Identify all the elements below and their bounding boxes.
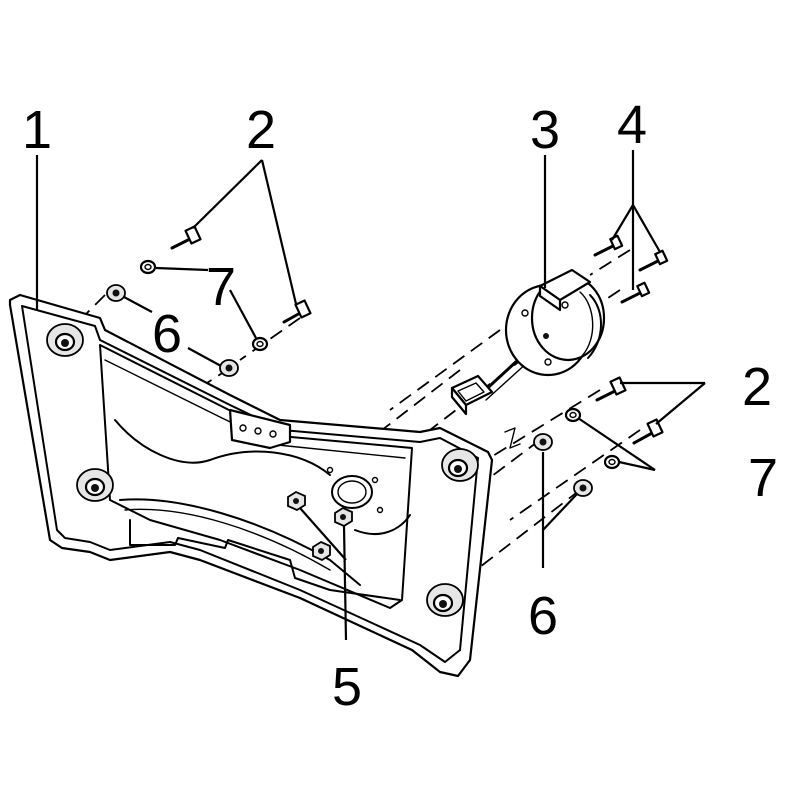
motor-assembly [450, 268, 606, 416]
corner-boss [76, 468, 114, 502]
corner-boss [426, 583, 464, 617]
screw [620, 281, 651, 304]
bolt [170, 225, 202, 250]
callout-4: 4 [617, 95, 647, 155]
callout-3: 3 [530, 100, 560, 160]
callout-7-left: 7 [206, 257, 236, 317]
callout-7-right: 7 [748, 448, 778, 508]
callout-labels: 1 2 3 4 2 7 7 6 6 5 [22, 95, 778, 717]
screw [638, 249, 669, 272]
mounting-plate [8, 293, 494, 678]
callout-2-top: 2 [246, 100, 276, 160]
bolt [595, 376, 627, 402]
corner-boss [441, 448, 479, 482]
callout-6-bottom: 6 [528, 586, 558, 646]
corner-boss [46, 323, 84, 357]
washer [139, 259, 157, 275]
screw [593, 234, 624, 257]
nut-group-5 [287, 490, 353, 562]
bolt [282, 299, 312, 324]
flange-nut [106, 284, 126, 302]
washer [564, 407, 582, 423]
callout-5: 5 [332, 657, 362, 717]
hex-nut [334, 506, 353, 528]
callout-6-left: 6 [152, 304, 182, 364]
bracket-detail [504, 427, 521, 449]
washer [603, 454, 621, 470]
bolt [632, 418, 664, 445]
callout-2-right: 2 [742, 357, 772, 417]
leader-lines [35, 150, 706, 641]
flange-nut [533, 433, 553, 451]
flange-nut [573, 479, 593, 497]
washer [251, 336, 269, 352]
callout-1: 1 [22, 100, 52, 160]
hex-nut [287, 490, 306, 512]
flange-nut [219, 359, 239, 377]
hex-nut [312, 540, 331, 562]
